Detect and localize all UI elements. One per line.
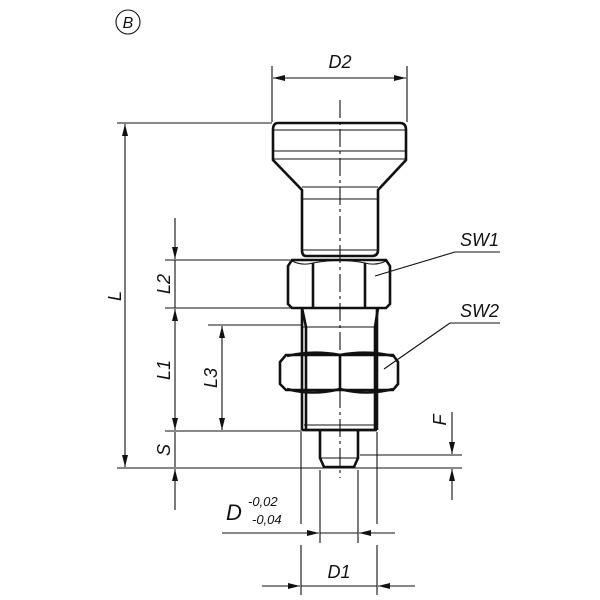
- dimension-l: L: [105, 124, 128, 467]
- hex-nut-sw1: [286, 258, 392, 310]
- dimension-d1: D1: [262, 432, 415, 595]
- dimension-s: S: [154, 432, 178, 510]
- dim-label-f: F: [430, 414, 450, 426]
- dim-label-l3: L3: [201, 368, 221, 388]
- dimension-d: D -0,02 -0,04: [222, 470, 395, 543]
- view-label: B: [123, 15, 134, 32]
- dim-label-s: S: [154, 444, 174, 456]
- dimension-f: F: [430, 412, 455, 500]
- dim-label-l1: L1: [154, 360, 174, 380]
- view-label-badge: B: [115, 9, 141, 35]
- plunger-knob: [271, 121, 408, 258]
- dim-label-d: D: [226, 500, 242, 525]
- dimension-l2: L2: [154, 218, 178, 308]
- dim-label-l2: L2: [154, 274, 174, 294]
- dimension-d2: D2: [271, 52, 408, 122]
- callout-sw1: SW1: [374, 230, 500, 277]
- callout-sw2: SW2: [383, 301, 500, 370]
- dimension-l3: L3: [201, 326, 225, 430]
- dim-tolerance-lower: -0,04: [252, 512, 282, 527]
- dimension-l1: L1: [154, 309, 178, 430]
- dim-label-d2: D2: [328, 52, 351, 72]
- dim-tolerance-upper: -0,02: [248, 494, 278, 509]
- hex-nut-sw2: [278, 351, 400, 394]
- callout-label-sw2: SW2: [460, 301, 499, 321]
- callout-label-sw1: SW1: [460, 230, 499, 250]
- plunger-pin: [318, 430, 360, 469]
- extension-lines: [117, 122, 462, 469]
- dim-label-l: L: [105, 291, 125, 301]
- dim-label-d1: D1: [327, 562, 350, 582]
